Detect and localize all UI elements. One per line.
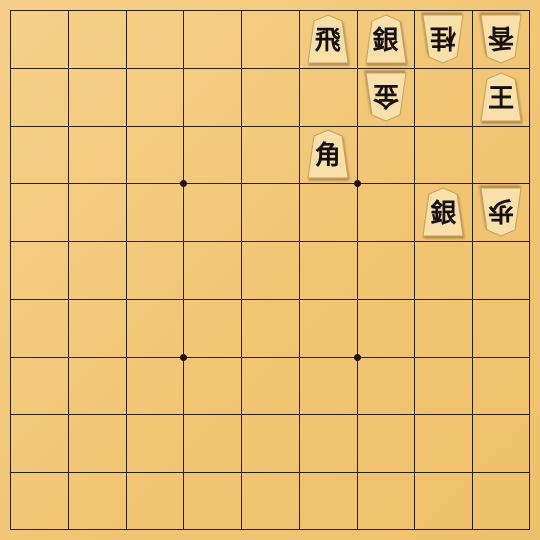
grid-line-horizontal (10, 472, 530, 474)
piece-label: 銀 (372, 25, 399, 56)
grid-line-vertical (125, 10, 127, 530)
star-point (353, 353, 361, 361)
grid-line-horizontal (10, 241, 530, 243)
grid-line-horizontal (10, 67, 530, 69)
star-point (353, 180, 361, 188)
piece-shape (307, 14, 349, 64)
piece-pawn-gote[interactable]: 歩 (477, 186, 525, 238)
piece-label: 角 (314, 141, 341, 172)
grid-line-horizontal (10, 414, 530, 416)
grid-line-horizontal (10, 183, 530, 185)
piece-shape (364, 14, 407, 64)
grid-line-vertical (183, 10, 185, 530)
piece-label: 歩 (488, 195, 515, 226)
grid-line-horizontal (10, 298, 530, 300)
piece-gold-gote[interactable]: 金 (362, 71, 410, 123)
star-point (180, 180, 188, 188)
piece-lance-gote[interactable]: 香 (477, 13, 525, 65)
piece-label: 王 (488, 83, 515, 114)
grid-line-horizontal (10, 125, 530, 127)
piece-shape (480, 72, 522, 122)
star-point (180, 353, 188, 361)
grid-line-horizontal (10, 356, 530, 358)
grid-line-vertical (241, 10, 243, 530)
piece-label: 金 (372, 79, 399, 110)
piece-shape (480, 14, 522, 64)
piece-rook-sente[interactable]: 飛 (304, 13, 352, 65)
grid-line-vertical (356, 10, 358, 530)
piece-silver-sente[interactable]: 銀 (362, 13, 410, 65)
piece-bishop-sente[interactable]: 角 (304, 128, 352, 180)
piece-shape (422, 187, 464, 237)
piece-label: 桂 (430, 21, 457, 52)
piece-shape (364, 72, 407, 122)
piece-king-sente[interactable]: 王 (477, 71, 525, 123)
piece-shape (480, 187, 522, 237)
grid-line-vertical (472, 10, 474, 530)
piece-label: 飛 (314, 25, 341, 56)
piece-knight-gote[interactable]: 桂 (419, 13, 467, 65)
piece-silver-sente[interactable]: 銀 (419, 186, 467, 238)
grid-line-vertical (298, 10, 300, 530)
piece-shape (307, 129, 349, 179)
grid-line-vertical (414, 10, 416, 530)
piece-label: 香 (488, 21, 515, 52)
grid-line-vertical (67, 10, 69, 530)
piece-label: 銀 (430, 199, 457, 230)
piece-shape (422, 14, 464, 64)
board-frame (10, 10, 530, 530)
